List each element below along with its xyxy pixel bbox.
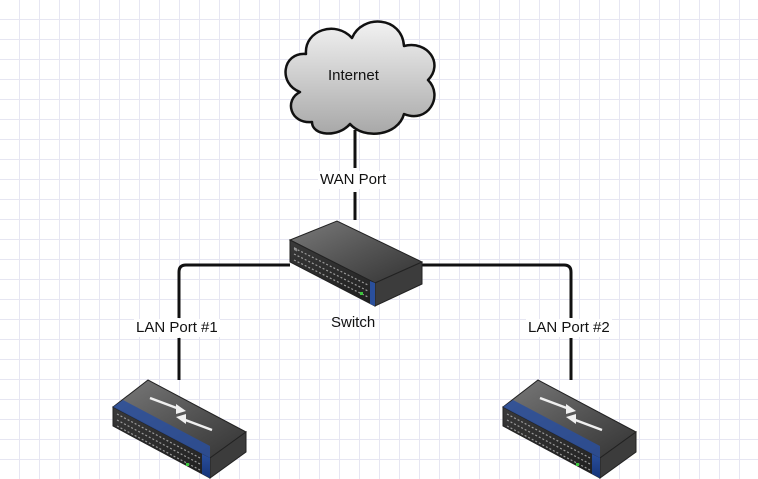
lan-port-1-label: LAN Port #1	[134, 319, 220, 337]
router-icon	[502, 379, 637, 479]
switch-icon	[288, 220, 424, 307]
lan1-connection-line	[177, 263, 290, 380]
router-icon	[112, 379, 247, 479]
wan-port-label: WAN Port	[318, 171, 389, 189]
internet-label: Internet	[328, 67, 379, 84]
lan-port-2-label: LAN Port #2	[526, 319, 612, 337]
switch-label: Switch	[331, 314, 376, 331]
lan2-connection-line	[410, 263, 573, 380]
cloud-icon	[284, 20, 436, 135]
